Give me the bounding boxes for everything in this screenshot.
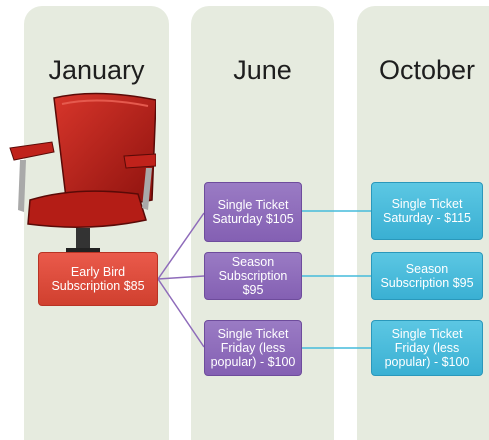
- june-single-friday-box: Single Ticket Friday (less popular) - $1…: [204, 320, 302, 376]
- june-single-saturday-box: Single Ticket Saturday $105: [204, 182, 302, 242]
- october-single-friday-box: Single Ticket Friday (less popular) - $1…: [371, 320, 483, 376]
- june-season-box: Season Subscription $95: [204, 252, 302, 300]
- october-season-box: Season Subscription $95: [371, 252, 483, 300]
- connector-early-to-jun-1: [157, 212, 205, 280]
- june-header: June: [233, 55, 292, 85]
- connector-early-to-jun-3: [157, 278, 205, 348]
- october-single-saturday-box: Single Ticket Saturday - $115: [371, 182, 483, 240]
- connector-early-to-jun-2: [157, 275, 205, 280]
- october-header: October: [378, 55, 476, 85]
- early-bird-box: Early Bird Subscription $85: [38, 252, 158, 306]
- january-header: January: [48, 55, 145, 85]
